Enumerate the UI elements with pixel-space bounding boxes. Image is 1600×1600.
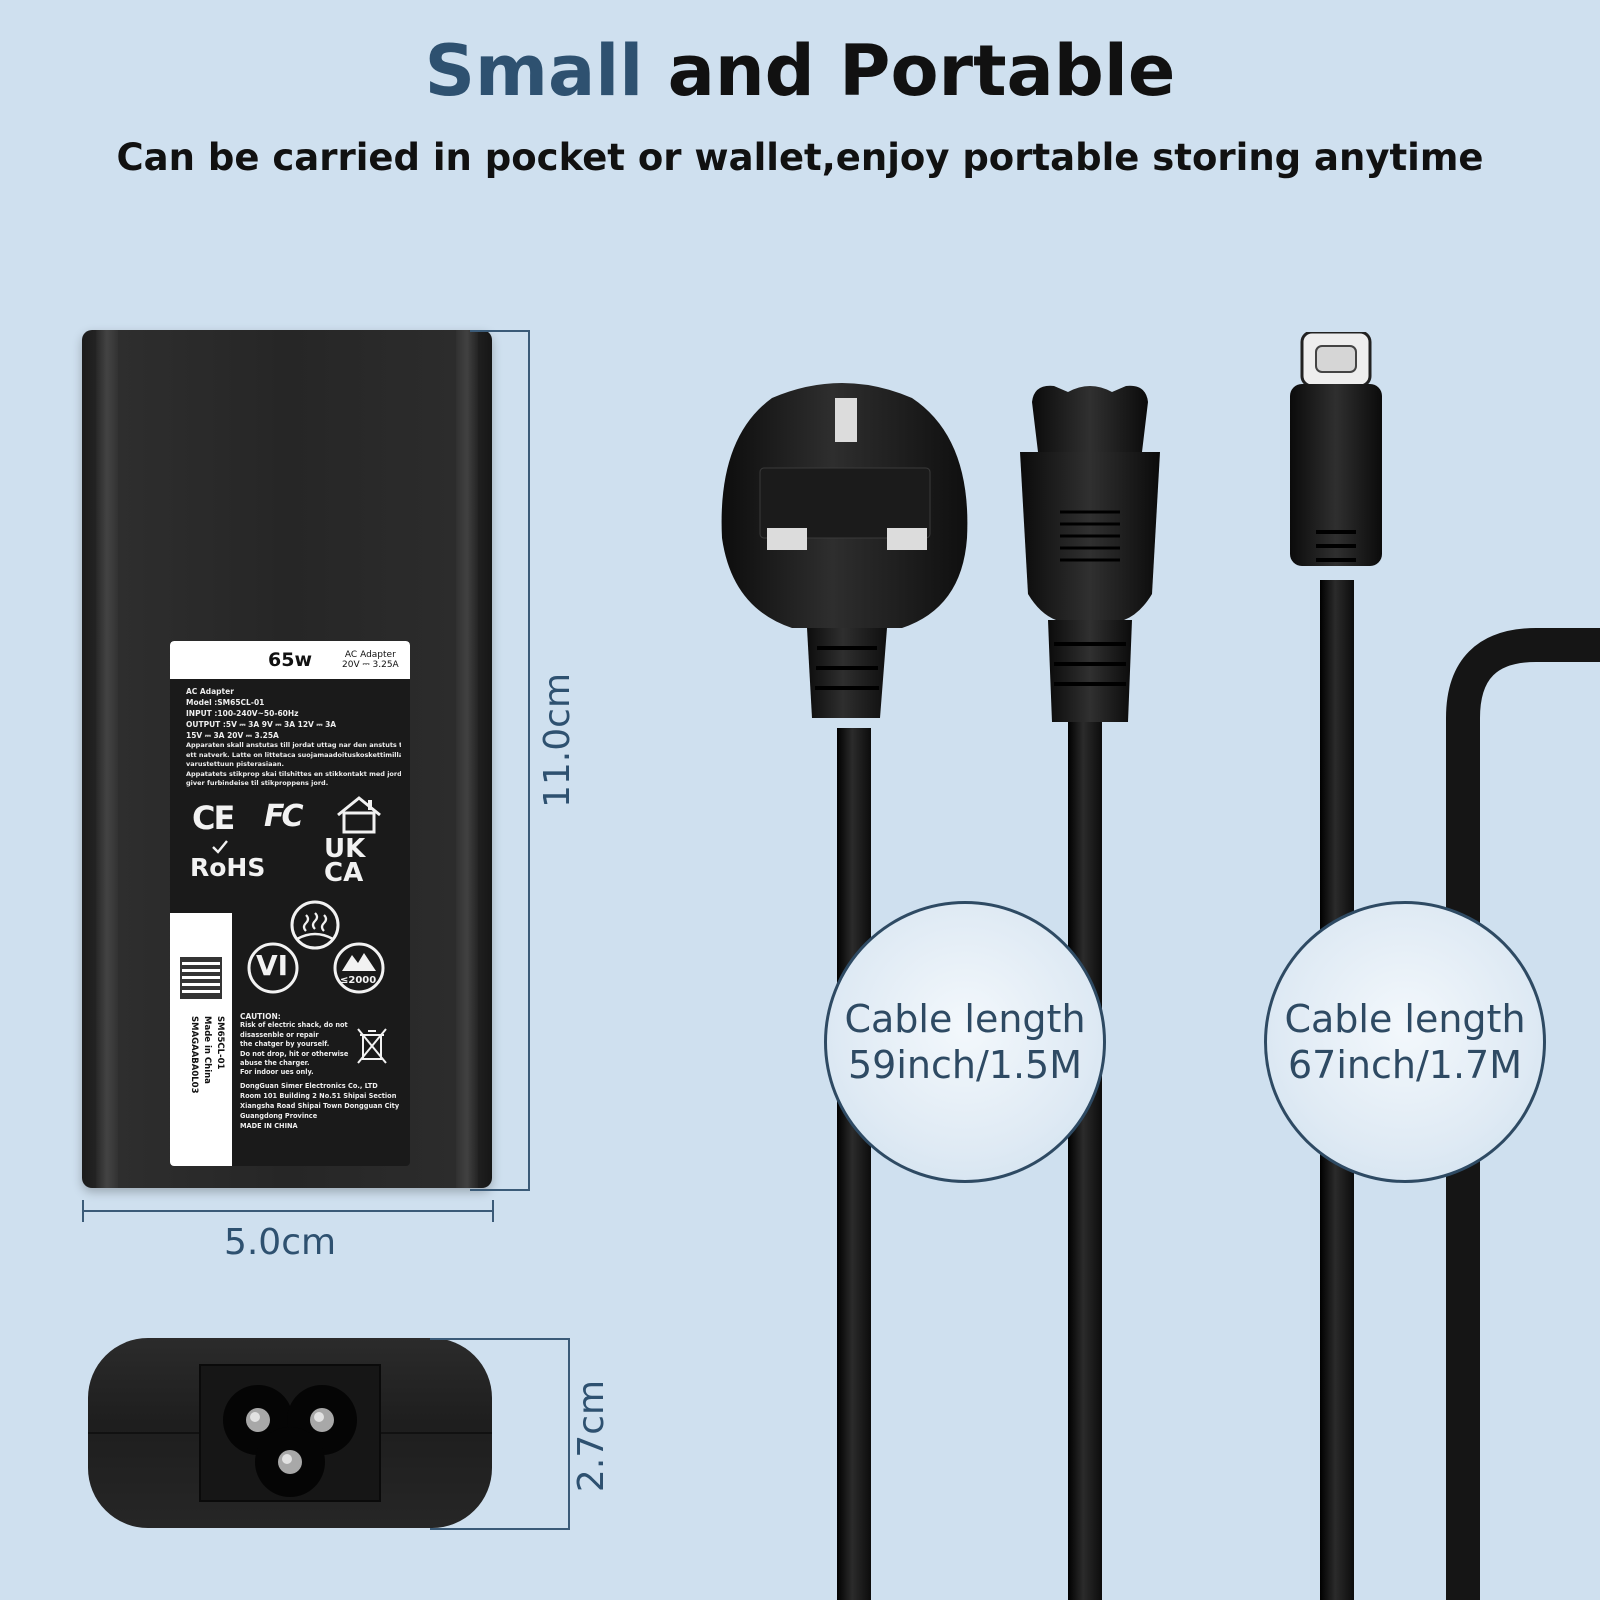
- label-header-rating: AC Adapter 20V ⎓ 3.25A: [342, 650, 399, 670]
- headline: Small and Portable: [0, 30, 1600, 112]
- height-dim-top-tick: [470, 330, 530, 332]
- ukca-mark-top: UK: [324, 834, 366, 864]
- depth-dimension-label: 2.7cm: [571, 1379, 612, 1493]
- spec-line: Model :SM65CL-01: [186, 698, 265, 707]
- maker-line: Xiangsha Road Shipai Town Dongguan City: [240, 1102, 400, 1110]
- height-dim-bottom-tick: [470, 1189, 530, 1191]
- height-dim-line: [528, 330, 530, 1191]
- label-caution: CAUTION: Risk of electric shack, do not …: [240, 1012, 350, 1078]
- maker-line: MADE IN CHINA: [240, 1122, 298, 1130]
- indoor-use-house-icon: [337, 796, 381, 834]
- warning-line: giver furbindeise til stikproppens jord.: [186, 779, 329, 788]
- adapter-edge-highlight-left: [96, 330, 118, 1188]
- rohs-mark: RoHS: [190, 853, 266, 882]
- adapter-label: 65w AC Adapter 20V ⎓ 3.25A AC Adapter Mo…: [170, 641, 410, 1166]
- label-header-title: AC Adapter: [344, 650, 396, 660]
- cable-length-title: Cable length: [844, 997, 1086, 1041]
- efficiency-level-mark: VI: [256, 949, 289, 982]
- caution-line: Risk of electric shack, do not: [240, 1021, 348, 1030]
- label-spec: AC Adapter Model :SM65CL-01 INPUT :100-2…: [186, 686, 401, 741]
- efficiency-level-icon: [247, 942, 299, 994]
- depth-dim-bottom-tick: [430, 1528, 570, 1530]
- vertical-line: SM65CL-01: [215, 1016, 225, 1070]
- maker-line: Guangdong Province: [240, 1112, 318, 1120]
- width-dim-line: [82, 1210, 494, 1212]
- adapter-body: 65w AC Adapter 20V ⎓ 3.25A AC Adapter Mo…: [82, 330, 492, 1188]
- headline-accent: Small: [424, 30, 644, 112]
- qr-code: [180, 957, 222, 999]
- depth-dim-top-tick: [430, 1338, 570, 1340]
- label-wattage: 65w: [268, 649, 312, 671]
- warning-line: Appatatets stikprop skai tilshittes en s…: [186, 769, 401, 778]
- label-barcode-strip: [170, 913, 232, 1166]
- vertical-line: SMAGAABA0L03: [189, 1016, 199, 1094]
- subheadline: Can be carried in pocket or wallet,enjoy…: [116, 136, 1484, 179]
- tropical-climate-icon: [290, 900, 340, 950]
- label-header-output: 20V ⎓ 3.25A: [342, 660, 399, 670]
- warning-line: varustettuun pisterasiaan.: [186, 760, 285, 769]
- caution-line: disassenble or repair: [240, 1030, 319, 1039]
- altitude-icon: [333, 942, 385, 994]
- depth-dim-line: [568, 1338, 570, 1530]
- warning-line: Apparaten skall anstutas till jordat utt…: [186, 741, 401, 749]
- cable-length-title: Cable length: [1284, 997, 1526, 1041]
- headline-rest: and Portable: [643, 30, 1176, 112]
- cable-length-badge-2: Cable length 67inch/1.7M: [1264, 901, 1546, 1183]
- caution-title: CAUTION:: [240, 1012, 281, 1021]
- maker-line: Room 101 Building 2 No.51 Shipai Section: [240, 1092, 397, 1100]
- uk-plug-icon: [721, 383, 968, 718]
- rohs-check-icon: [212, 840, 228, 854]
- adapter-edge-highlight-right: [456, 330, 478, 1188]
- adapter-end-view: [88, 1338, 492, 1528]
- ukca-mark-bottom: CA: [324, 858, 364, 888]
- height-dimension-label: 11.0cm: [537, 672, 578, 808]
- cable-length-value: 67inch/1.7M: [1288, 1043, 1522, 1087]
- caution-line: the chatger by yourself.: [240, 1040, 330, 1049]
- vertical-line: Made in China: [202, 1016, 212, 1084]
- altitude-mark: ≤2000: [340, 975, 377, 986]
- c5-socket-icon: [223, 1385, 357, 1497]
- width-dimension-label: 5.0cm: [223, 1222, 337, 1263]
- ce-mark: CE: [192, 799, 235, 837]
- weee-bin-icon: [357, 1028, 387, 1064]
- label-warning: Apparaten skall anstutas till jordat utt…: [186, 741, 401, 789]
- label-manufacturer: DongGuan Simer Electronics Co., LTD Room…: [240, 1081, 410, 1131]
- fcc-mark: FC: [264, 799, 303, 834]
- caution-line: Do not drop, hit or otherwise: [240, 1049, 349, 1058]
- cable-length-badge-1: Cable length 59inch/1.5M: [824, 901, 1106, 1183]
- spec-line: AC Adapter: [186, 687, 234, 696]
- caution-line: abuse the charger.: [240, 1059, 310, 1068]
- usb-c-cable-loop: [1446, 628, 1600, 1600]
- uk-plug-cable: [837, 728, 871, 1600]
- usb-c-connector-icon: [1290, 332, 1382, 566]
- c5-connector-icon: [1020, 385, 1160, 722]
- spec-line: OUTPUT :5V ⎓ 3A 9V ⎓ 3A 12V ⎓ 3A: [186, 720, 337, 729]
- caution-line: For indoor ues only.: [240, 1068, 314, 1077]
- label-header: 65w AC Adapter 20V ⎓ 3.25A: [170, 641, 410, 679]
- warning-line: ett natverk. Latte on littetaca suojamaa…: [186, 750, 401, 759]
- ukca-mark: UK CA: [324, 834, 366, 888]
- cable-length-value: 59inch/1.5M: [848, 1043, 1082, 1087]
- spec-line: INPUT :100-240V~50-60Hz: [186, 709, 299, 718]
- spec-line: 15V ⎓ 3A 20V ⎓ 3.25A: [186, 731, 279, 740]
- c5-socket-frame: [199, 1364, 381, 1502]
- maker-line: DongGuan Simer Electronics Co., LTD: [240, 1082, 378, 1090]
- c5-cable: [1068, 722, 1102, 1600]
- label-vertical-text: SM65CL-01 Made in China SMAGAABA0L03: [182, 1016, 226, 1156]
